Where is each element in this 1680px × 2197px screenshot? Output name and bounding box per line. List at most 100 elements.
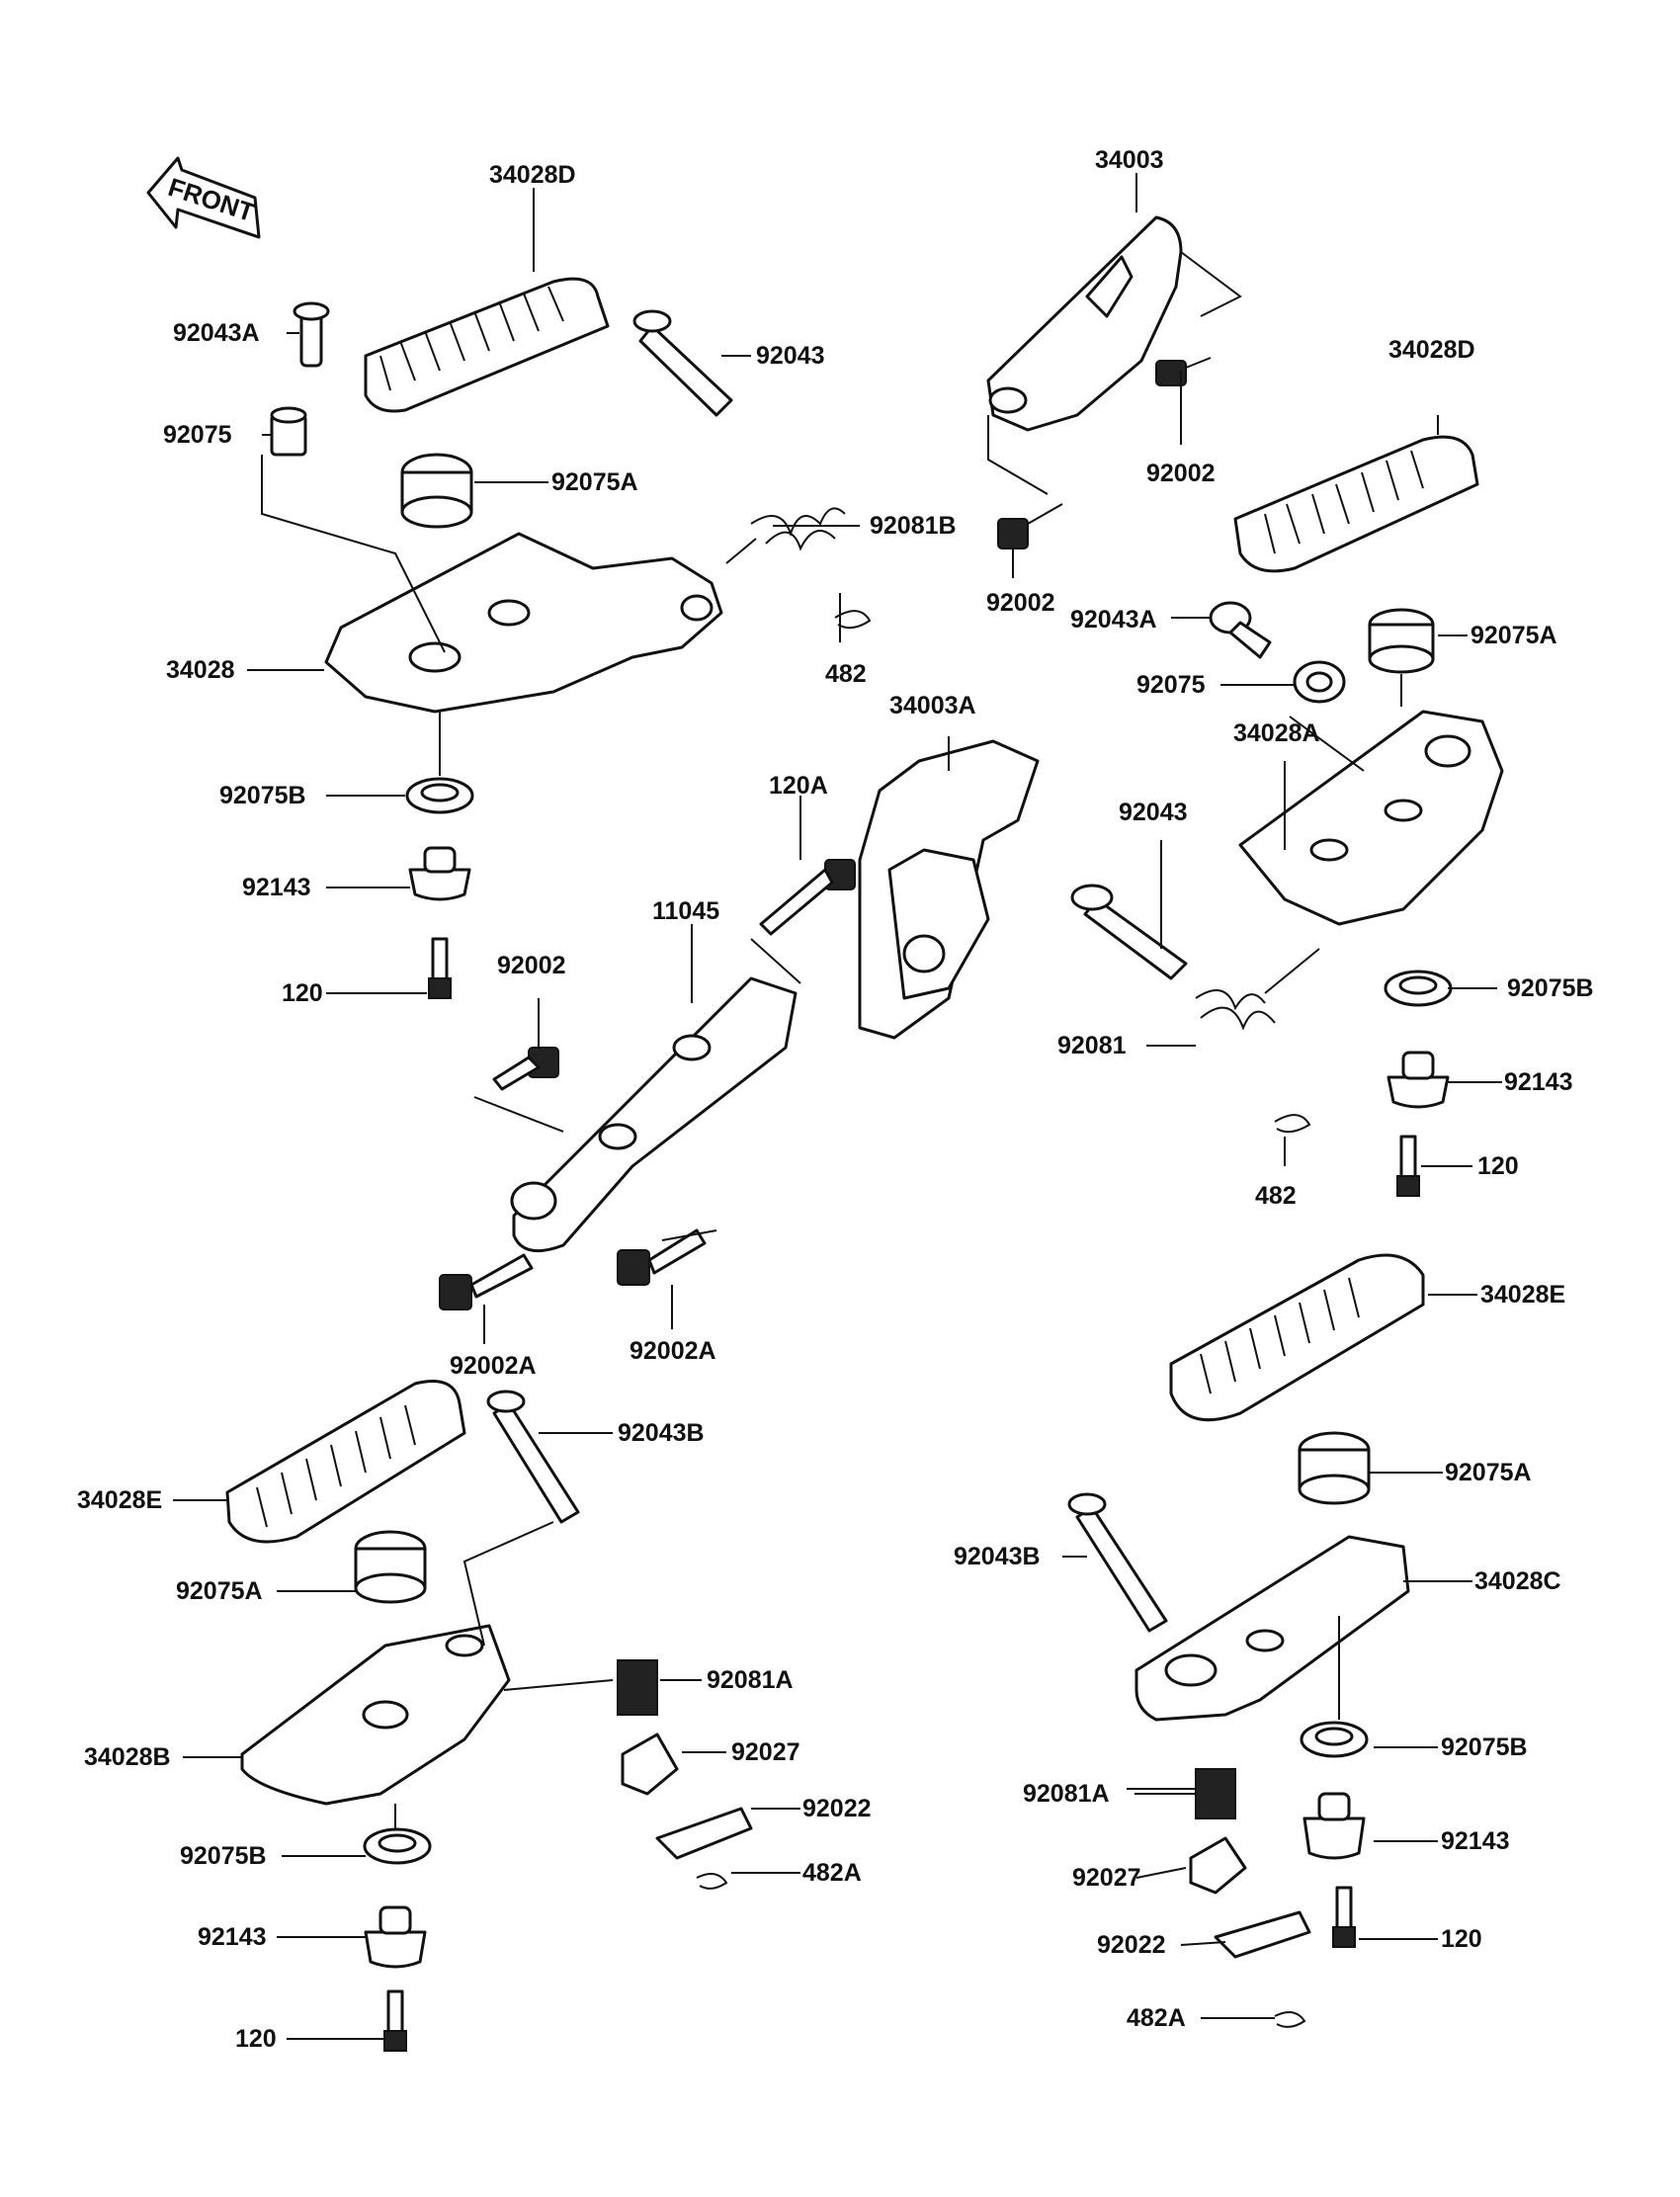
label-92143-br: 92143 xyxy=(1441,1827,1510,1855)
clip-482A-br xyxy=(1274,2011,1306,2028)
label-92043-mid: 92043 xyxy=(1119,799,1188,826)
label-92002A-left: 92002A xyxy=(450,1352,537,1380)
pivot-pin-92043-top xyxy=(632,309,733,417)
label-92075B-right: 92075B xyxy=(1507,974,1594,1002)
bolt-120-br xyxy=(1332,1886,1356,1948)
label-92002-mid: 92002 xyxy=(986,589,1055,617)
detent-92027-bl xyxy=(621,1732,679,1796)
damper-92075A-right xyxy=(1368,608,1435,674)
label-92002-center: 92002 xyxy=(497,952,566,979)
label-34028E-right: 34028E xyxy=(1480,1281,1565,1309)
bolt-92002A-right xyxy=(617,1228,707,1286)
label-34028D-top: 34028D xyxy=(489,161,576,189)
label-11045: 11045 xyxy=(652,897,719,925)
clip-482A-bl xyxy=(696,1873,728,1890)
label-34028C: 34028C xyxy=(1474,1567,1561,1595)
leader-lines xyxy=(173,173,1502,2040)
bracket-11045 xyxy=(510,976,798,1253)
label-92075A-left: 92075A xyxy=(551,468,638,496)
label-92081A-bl: 92081A xyxy=(707,1666,794,1694)
label-92075-left: 92075 xyxy=(163,421,232,449)
damper-92075A-bl xyxy=(354,1530,427,1604)
label-34003A: 34003A xyxy=(889,692,976,719)
clip-482-right xyxy=(1274,1114,1311,1134)
label-92043B-top: 92043B xyxy=(618,1419,705,1447)
label-92075B-left: 92075B xyxy=(219,782,306,809)
rubber-stop-92143-bl xyxy=(364,1905,427,1969)
label-92043A-right: 92043A xyxy=(1070,606,1157,634)
washer-92075B-br xyxy=(1300,1721,1369,1758)
label-92075B-bl: 92075B xyxy=(180,1842,267,1870)
label-34028A: 34028A xyxy=(1233,719,1320,747)
footpeg-rubber-34028E-left xyxy=(225,1380,466,1544)
label-92027-br: 92027 xyxy=(1072,1864,1141,1892)
label-34028B: 34028B xyxy=(84,1743,171,1771)
label-120-right: 120 xyxy=(1477,1152,1519,1180)
washer-92075B-bl xyxy=(363,1827,432,1865)
label-92002-right: 92002 xyxy=(1146,460,1216,487)
bracket-34003A xyxy=(858,739,1040,1040)
label-92022-bl: 92022 xyxy=(802,1795,872,1822)
bolt-92002-center xyxy=(492,1047,559,1091)
washer-92075B-left xyxy=(405,777,474,814)
plate-92022-bl xyxy=(655,1807,753,1860)
pivot-pin-92043A-right xyxy=(1209,601,1272,659)
label-120A: 120A xyxy=(769,772,828,800)
damper-92075A-br xyxy=(1298,1431,1371,1505)
bolt-120-bl xyxy=(383,1989,407,2052)
label-92043B-br: 92043B xyxy=(954,1543,1041,1570)
pivot-pin-92043A-left xyxy=(293,301,330,368)
label-482A-br: 482A xyxy=(1127,2004,1186,2032)
pivot-pin-92043B-br xyxy=(1067,1492,1168,1633)
bolt-92002-right xyxy=(1155,357,1212,386)
part-labels: 34028D 92043A 92043 92075 92075A 92081B … xyxy=(77,146,1594,2053)
label-92043-top: 92043 xyxy=(756,342,825,370)
bolt-92002A-left xyxy=(439,1253,534,1310)
label-120-left: 120 xyxy=(282,979,323,1007)
spring-92081 xyxy=(1195,989,1276,1031)
clip-482-top xyxy=(834,610,872,630)
spring-92081B xyxy=(750,507,846,551)
label-92081B: 92081B xyxy=(870,512,957,540)
label-92075A-right: 92075A xyxy=(1470,622,1557,649)
label-120-br: 120 xyxy=(1441,1925,1482,1953)
label-92075B-br: 92075B xyxy=(1441,1733,1528,1761)
damper-92075A-left xyxy=(400,453,473,529)
label-34028: 34028 xyxy=(166,656,235,684)
footrest-bracket-34028 xyxy=(324,532,723,714)
label-92043A-left: 92043A xyxy=(173,319,260,347)
label-92143-right: 92143 xyxy=(1504,1068,1573,1096)
label-34028D-right: 34028D xyxy=(1388,336,1475,364)
detent-92027-br xyxy=(1189,1836,1247,1895)
footpeg-rubber-34028E-right xyxy=(1169,1253,1425,1422)
footrest-bracket-34028A xyxy=(1238,710,1504,926)
rubber-stop-92143-br xyxy=(1302,1792,1366,1860)
label-92075A-bl: 92075A xyxy=(176,1577,263,1605)
collar-92075-left xyxy=(270,406,307,457)
label-34003: 34003 xyxy=(1095,146,1164,174)
footpeg-rubber-34028D-right xyxy=(1233,435,1479,573)
spring-92081A-bl xyxy=(617,1659,658,1716)
bolt-120-left xyxy=(428,937,452,999)
label-92075-right: 92075 xyxy=(1136,671,1206,699)
label-92022-br: 92022 xyxy=(1097,1931,1166,1959)
label-92143-bl: 92143 xyxy=(198,1923,267,1951)
front-arrow-icon: FRONT xyxy=(146,156,261,239)
label-482-right: 482 xyxy=(1255,1182,1297,1210)
label-120-bl: 120 xyxy=(235,2025,277,2053)
footpeg-rubber-34028D-top xyxy=(364,277,610,413)
label-92027-bl: 92027 xyxy=(731,1738,800,1766)
label-482A-bl: 482A xyxy=(802,1859,862,1887)
bolt-120-right xyxy=(1396,1135,1420,1197)
collar-92075-right xyxy=(1293,660,1346,704)
label-34028E-left: 34028E xyxy=(77,1486,162,1514)
label-92081: 92081 xyxy=(1057,1032,1127,1059)
bracket-34003 xyxy=(986,215,1183,432)
spring-92081A-br xyxy=(1195,1768,1236,1819)
bolt-120A xyxy=(759,859,856,936)
rubber-stop-92143-right xyxy=(1386,1051,1450,1109)
rubber-stop-92143-left xyxy=(408,846,471,901)
washer-92075B-right xyxy=(1384,970,1453,1007)
label-92081A-br: 92081A xyxy=(1023,1780,1110,1808)
